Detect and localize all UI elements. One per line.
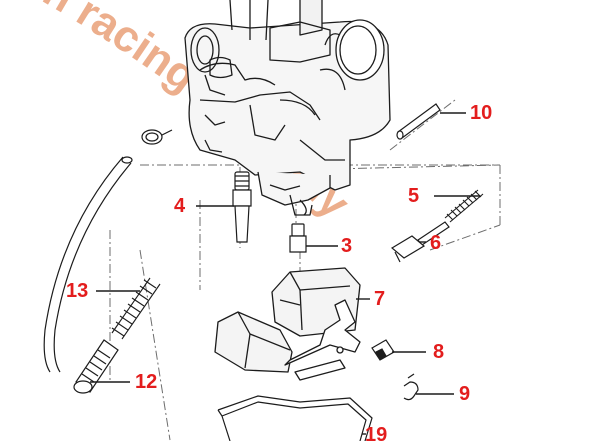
callout-10: 10 (470, 102, 493, 124)
part-4-needle-jet (232, 171, 252, 243)
callout-7: 7 (374, 288, 386, 310)
part-8-valve (371, 339, 395, 361)
leader-lines (90, 112, 480, 435)
part-7-float (214, 267, 361, 381)
callout-6: 6 (430, 232, 442, 254)
part-10-pin (396, 103, 441, 140)
part-5-spring (444, 189, 484, 223)
part-3-jet (289, 223, 307, 253)
part-12-screw (73, 339, 119, 394)
o-ring-part (141, 129, 173, 145)
part-13-spring (111, 277, 161, 340)
part-6-screw (390, 221, 450, 263)
callout-4: 4 (174, 195, 186, 217)
part-9-clip (403, 373, 419, 401)
callout-13: 13 (66, 280, 89, 302)
callout-5: 5 (408, 185, 420, 207)
carburetor-body (184, 0, 391, 216)
callout-8: 8 (433, 341, 445, 363)
callout-9: 9 (459, 383, 471, 405)
callout-3: 3 (341, 235, 353, 257)
callout-19: 19 (365, 424, 388, 441)
fuel-hose-part (43, 156, 133, 373)
part-19-gasket (217, 395, 373, 441)
callout-12: 12 (135, 371, 158, 393)
